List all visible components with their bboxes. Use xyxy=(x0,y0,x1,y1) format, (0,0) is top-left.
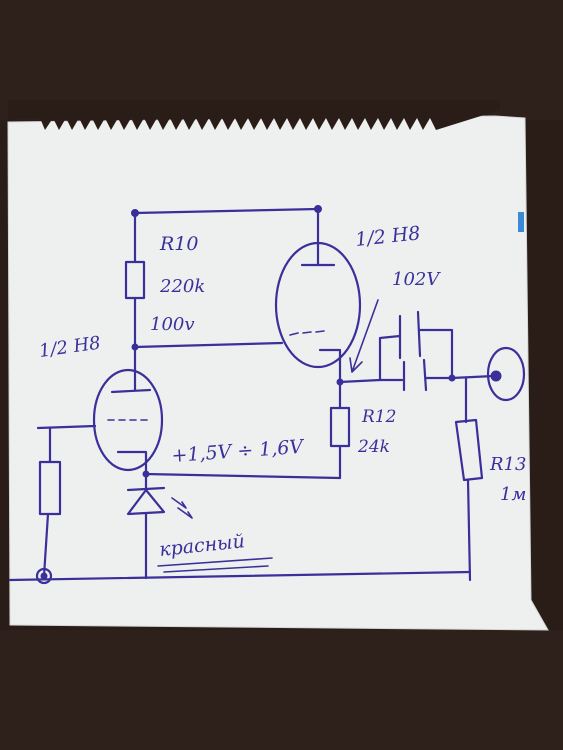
blue-mark xyxy=(518,212,524,232)
arrow-102v xyxy=(349,299,379,373)
r10-value-label: 220k xyxy=(159,276,205,297)
cap-wire-up xyxy=(378,334,402,382)
cap2-plate-right xyxy=(422,358,428,392)
r13-name-label: R13 xyxy=(489,454,526,475)
grid-resistor-wire-bottom xyxy=(42,512,50,578)
ground-terminal-dot xyxy=(40,572,48,580)
led-color-underline xyxy=(157,557,273,573)
anode-voltage-right-label: 102V xyxy=(392,269,441,290)
output-wire-a xyxy=(338,378,382,384)
paper-sheet xyxy=(7,115,549,631)
ground-bus xyxy=(8,570,472,582)
torn-edge xyxy=(8,100,500,130)
led-light-arrows xyxy=(171,497,193,519)
r13-wire-bottom xyxy=(466,478,472,582)
grid-resistor xyxy=(38,460,62,516)
r12-name-label: R12 xyxy=(361,407,396,427)
node-r13 xyxy=(448,374,456,382)
left-tube-cathode xyxy=(116,450,148,476)
ground-terminal xyxy=(35,567,53,585)
r13-resistor xyxy=(454,418,484,482)
r10-name-label: R10 xyxy=(159,233,198,255)
left-tube-envelope xyxy=(92,368,164,472)
top-rail-wire xyxy=(133,207,320,215)
cap1-plate-right xyxy=(416,310,422,358)
anode-voltage-left-label: 100v xyxy=(150,314,195,335)
cathode-bus-wire xyxy=(143,472,342,480)
grid-wire xyxy=(36,424,97,430)
r12-value-label: 24k xyxy=(357,437,390,457)
r13-value-label: 1м xyxy=(500,484,526,505)
right-tube-cathode xyxy=(318,348,342,364)
right-tube-grid xyxy=(289,330,325,336)
interstage-wire xyxy=(133,341,284,349)
output-jack-center xyxy=(490,370,502,382)
left-tube-anode-plate xyxy=(110,388,152,394)
cap-wire-right xyxy=(418,328,454,380)
output-jack xyxy=(486,346,526,402)
